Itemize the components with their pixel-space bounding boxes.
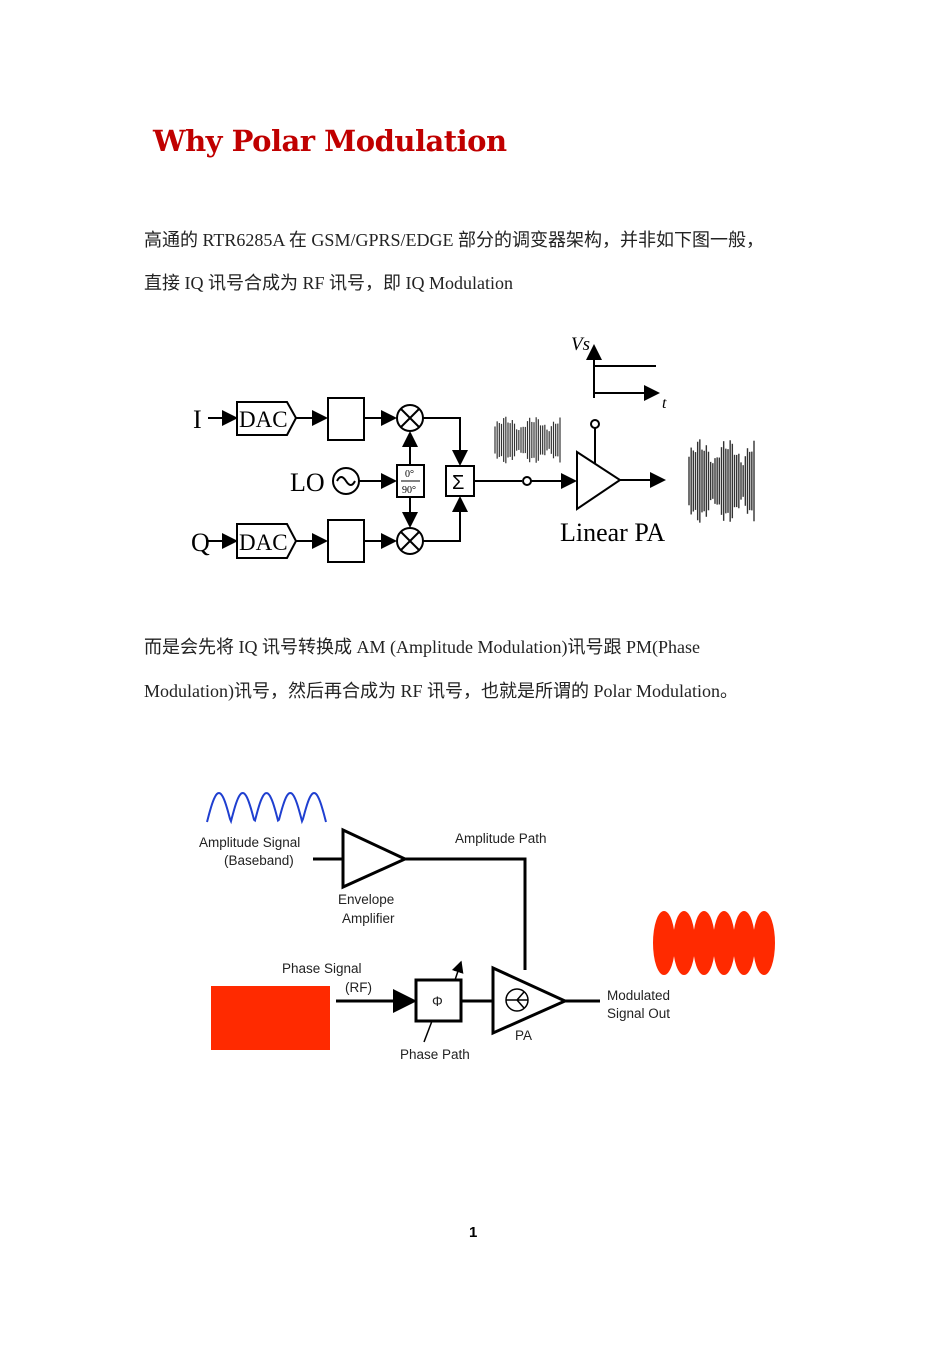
modulated-waveform-large bbox=[688, 439, 755, 523]
phase-90-label: 90° bbox=[402, 485, 416, 496]
paragraph-1-line-1: 高通的 RTR6285A 在 GSM/GPRS/EDGE 部分的调变器架构，并非… bbox=[144, 230, 764, 250]
filter-i-block bbox=[327, 397, 365, 441]
sum-label: Σ bbox=[452, 472, 464, 494]
linear-pa-label: Linear PA bbox=[560, 518, 665, 547]
page-title: Why Polar Modulation bbox=[153, 124, 507, 158]
lo-label: LO bbox=[290, 468, 325, 497]
i-label: I bbox=[193, 405, 202, 434]
dac-q-label: DAC bbox=[239, 530, 288, 555]
page-number: 1 bbox=[469, 1224, 478, 1241]
linear-pa bbox=[576, 450, 622, 511]
phase-0-label: 0° bbox=[405, 469, 414, 480]
filter-q-block bbox=[327, 519, 365, 563]
q-label: Q bbox=[191, 528, 210, 557]
dac-q-block bbox=[236, 523, 298, 559]
paragraph-2-line-2: Modulation)讯号，然后再合成为 RF 讯号，也就是所谓的 Polar … bbox=[144, 681, 738, 701]
dac-i-block bbox=[236, 401, 298, 436]
paragraph-2-line-1: 而是会先将 IQ 讯号转换成 AM (Amplitude Modulation)… bbox=[144, 637, 700, 657]
modulated-waveform-small bbox=[494, 416, 561, 464]
t-label: t bbox=[662, 395, 667, 412]
paragraph-1-line-2: 直接 IQ 讯号合成为 RF 讯号，即 IQ Modulation bbox=[144, 273, 513, 293]
vs-label: Vs bbox=[571, 334, 590, 355]
dac-i-label: DAC bbox=[239, 407, 288, 432]
